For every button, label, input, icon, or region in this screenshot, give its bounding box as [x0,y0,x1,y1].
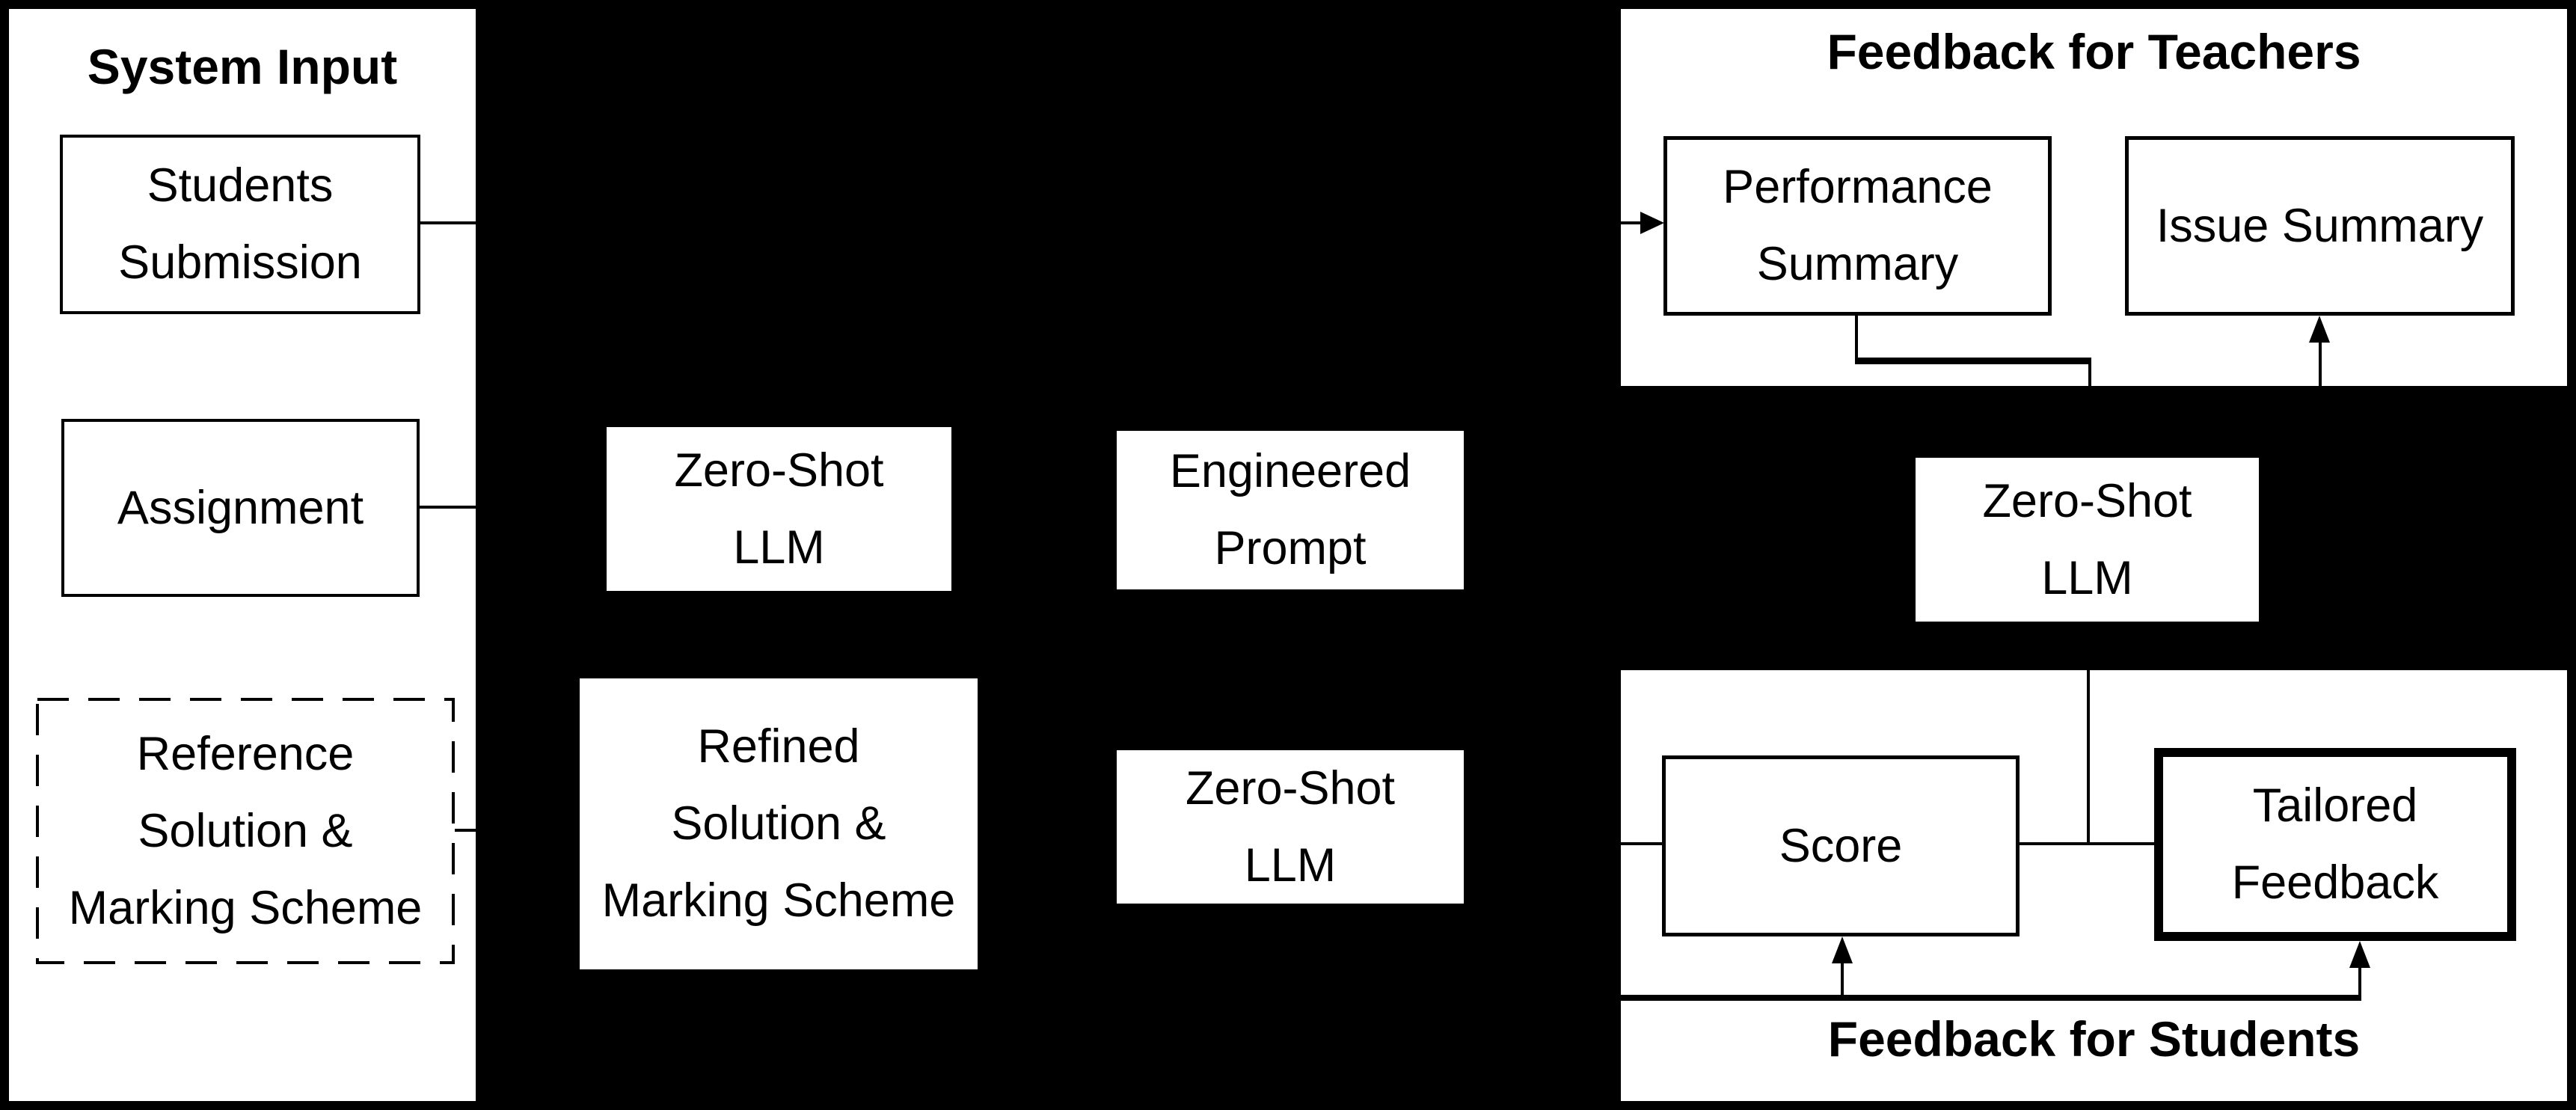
box-line: Solution & [138,804,353,857]
box-line: Zero-Shot [674,444,884,497]
box-line: Submission [118,236,362,289]
box-score: Score [1662,755,2020,936]
box-line: LLM [2041,551,2133,604]
panel-title-feedback-for-teachers: Feedback for Teachers [1827,24,2361,79]
arrowhead-up-icon [2349,941,2370,968]
connector-score-to-tailored [2020,842,2154,845]
connector-performance-elbow-v2 [2088,358,2091,386]
connector-students-submission-out [420,221,476,224]
box-issue-summary: Issue Summary [2125,136,2515,316]
box-line: Summary [1756,238,1959,290]
box-line: Tailored [2252,779,2418,832]
box-line: LLM [1244,838,1337,892]
connector-feedback-bottom-h [1621,995,2361,1001]
box-line: LLM [733,521,825,574]
connector-assignment-out [420,506,476,509]
connector-into-issue-shaft [2319,341,2322,386]
box-performance-summary: Performance Summary [1663,136,2052,316]
connector-reference-out [455,829,476,832]
box-line: Solution & [671,797,886,850]
box-line: Prompt [1214,522,1367,574]
box-line: Engineered [1169,445,1411,497]
panel-title-feedback-for-students: Feedback for Students [1827,1011,2361,1067]
box-line: Marking Scheme [68,881,423,934]
box-line: Zero-Shot [1185,761,1396,815]
connector-into-score-shaft [1841,962,1844,996]
box-line: Zero-Shot [1982,474,2192,527]
connector-performance-elbow-h [1855,358,2091,364]
box-refined-solution: Refined Solution & Marking Scheme [577,675,981,972]
box-line: Reference [136,727,355,780]
arrowhead-up-icon [1832,936,1853,963]
box-line: Assignment [117,481,364,534]
box-line: Performance [1723,161,1993,213]
box-assignment: Assignment [61,419,420,597]
box-zero-shot-llm-2: Zero-Shot LLM [1114,747,1467,907]
box-students-submission: Students Submission [60,135,420,314]
box-line: Score [1779,819,1903,872]
box-line: Feedback [2231,856,2439,909]
box-tailored-feedback: Tailored Feedback [2154,748,2516,941]
box-line: Issue Summary [2156,199,2484,252]
arrowhead-up-icon [2309,316,2330,343]
box-reference-solution-text: Reference Solution & Marking Scheme [36,698,455,964]
connector-performance-elbow-v1 [1855,316,1858,361]
box-zero-shot-llm-3: Zero-Shot LLM [1913,455,2262,625]
box-zero-shot-llm-1: Zero-Shot LLM [604,424,954,594]
panel-feedback-for-teachers: Feedback for Teachers Performance Summar… [1618,6,2570,389]
box-reference-solution: Reference Solution & Marking Scheme [36,698,455,964]
panel-system-input: System Input Students Submission Assignm… [6,6,479,1104]
dashed-border [36,698,455,964]
panel-title-system-input: System Input [87,39,398,94]
connector-into-performance [1621,221,1642,224]
box-engineered-prompt: Engineered Prompt [1114,428,1467,592]
panel-feedback-for-students: Score Tailored Feedback Feedback for Stu… [1618,667,2570,1104]
connector-into-tailored-shaft [2358,968,2361,996]
box-line: Students [147,159,334,212]
arrowhead-right-icon [1640,212,1664,234]
connector-into-score-left [1621,842,1662,845]
box-line: Marking Scheme [601,874,956,927]
box-line: Refined [697,720,860,773]
connector-llm-to-feedback-v [2087,670,2090,845]
